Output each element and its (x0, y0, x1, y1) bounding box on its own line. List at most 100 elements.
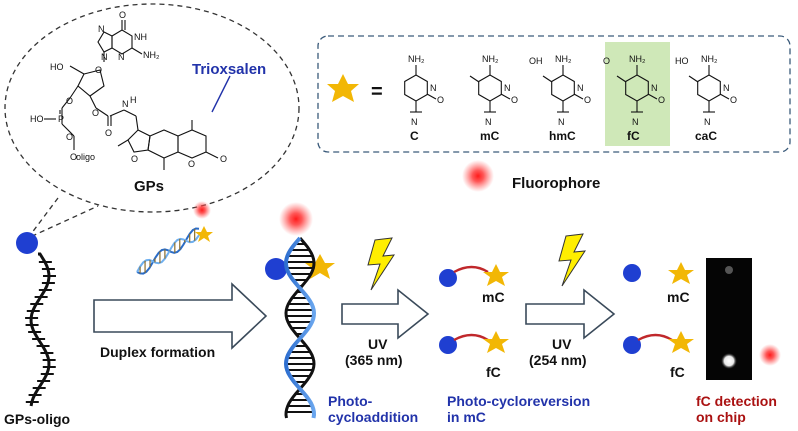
photocycloreversion-label-2: in mC (447, 409, 486, 425)
chip-faint-spot (725, 266, 733, 274)
ribose-structure (61, 65, 137, 150)
gps-label: GPs (134, 178, 164, 195)
photocycloaddition-label-2: cycloaddition (328, 409, 418, 425)
carbonyl-bond (573, 93, 584, 100)
atom-n-guanine-1: N (98, 24, 105, 34)
base-name-label: caC (695, 129, 717, 143)
target-strand-b (136, 234, 200, 273)
atom-o-ester: O (92, 108, 99, 118)
chip-bright-spot (721, 353, 737, 369)
carbonyl-bond (426, 93, 437, 100)
fc-label-2: fC (670, 364, 685, 380)
lightning-icon (558, 233, 586, 287)
base-name-label: hmC (549, 129, 576, 143)
linker (453, 333, 489, 342)
atom-o-keto: O (220, 154, 227, 164)
atom-ho-phos: HO (30, 114, 44, 124)
bead-icon (439, 269, 457, 287)
linker (637, 333, 673, 342)
atom-n: N (651, 83, 658, 93)
duplex-strand-blue (283, 236, 317, 419)
substituent-bond (542, 75, 553, 83)
atom-o-ring: O (95, 65, 102, 75)
pyrimidine-ring (697, 74, 721, 102)
uv-254-label-2: (254 nm) (529, 352, 587, 368)
atom-nh2: NH₂ (555, 54, 572, 64)
atom-n: N (632, 117, 639, 127)
atom-n: N (430, 83, 437, 93)
photocycloreversion-label-1: Photo-cycloreversion (447, 393, 590, 409)
atom-o-phos2: O (66, 132, 73, 142)
atom-n: N (723, 83, 730, 93)
bead-icon (439, 336, 457, 354)
substituent-bond (469, 75, 480, 83)
substituent-label: HO (675, 56, 689, 66)
mc-label-1: mC (482, 289, 505, 305)
atom-o: O (511, 95, 518, 105)
legend-equals: = (371, 81, 383, 103)
atom-nh2: NH₂ (629, 54, 646, 64)
bead-icon (623, 336, 641, 354)
star-icon (195, 226, 213, 242)
atom-p: P (58, 114, 64, 124)
atom-n: N (577, 83, 584, 93)
fc-detection-label-1: fC detection (696, 393, 777, 409)
atom-oligo: oligo (76, 152, 95, 162)
star-icon (668, 262, 694, 284)
fluorophore-glow-icon (462, 160, 494, 192)
atom-n-guanine-2: N (118, 52, 125, 62)
atom-o-guanine: O (119, 10, 126, 20)
legend-box (317, 35, 791, 153)
mc-label-2: mC (667, 289, 690, 305)
atom-o-phos1: O (66, 96, 73, 106)
substituent-bond (688, 75, 699, 83)
atom-n: N (704, 117, 711, 127)
star-icon (483, 331, 509, 353)
uv-254-label-1: UV (552, 336, 572, 352)
base-name-label: mC (480, 129, 500, 143)
bead-icon (265, 258, 287, 280)
fc-highlight (605, 42, 670, 146)
fluorophore-glow-icon (279, 202, 313, 236)
atom-o: O (730, 95, 737, 105)
pyrimidine-ring (551, 74, 575, 102)
atom-n: N (558, 117, 565, 127)
base-name-label: C (410, 129, 419, 143)
atom-o-pyrone: O (188, 159, 195, 169)
atom-n: N (411, 117, 418, 127)
trioxsalen-structure (117, 115, 219, 170)
fluorophore-glow-icon (193, 201, 211, 219)
carbonyl-bond (500, 93, 511, 100)
atom-n: N (485, 117, 492, 127)
atom-o: O (658, 95, 665, 105)
pyrimidine-ring (478, 74, 502, 102)
atom-h-carb: H (130, 95, 137, 105)
substituent-bond (616, 75, 627, 83)
gps-oligo-label: GPs-oligo (4, 411, 70, 427)
uv-365-label-2: (365 nm) (345, 352, 403, 368)
trioxsalen-pointer (211, 75, 231, 113)
uv-365-label-1: UV (368, 336, 388, 352)
atom-nh2: NH₂ (701, 54, 718, 64)
atom-nh2: NH₂ (408, 54, 425, 64)
fluorophore-glow-icon (759, 344, 781, 366)
target-dna (136, 227, 200, 275)
atom-ho-top: HO (50, 62, 64, 72)
atom-nh2: NH₂ (482, 54, 499, 64)
structure-bubble: O NH NH₂ N N N HO O O O O N H HO P (4, 3, 300, 239)
base-name-label: fC (627, 129, 640, 143)
fc-detection-label-2: on chip (696, 409, 746, 425)
atom-o-carb: O (105, 128, 112, 138)
arrow-icon (93, 282, 268, 350)
bubble-tail (27, 197, 99, 239)
substituent-label: O (603, 56, 610, 66)
atom-n: N (504, 83, 511, 93)
carbonyl-bond (719, 93, 730, 100)
duplex-formation-label: Duplex formation (100, 344, 215, 360)
gps-oligo-strand (25, 252, 56, 407)
target-strand-a (136, 227, 200, 275)
